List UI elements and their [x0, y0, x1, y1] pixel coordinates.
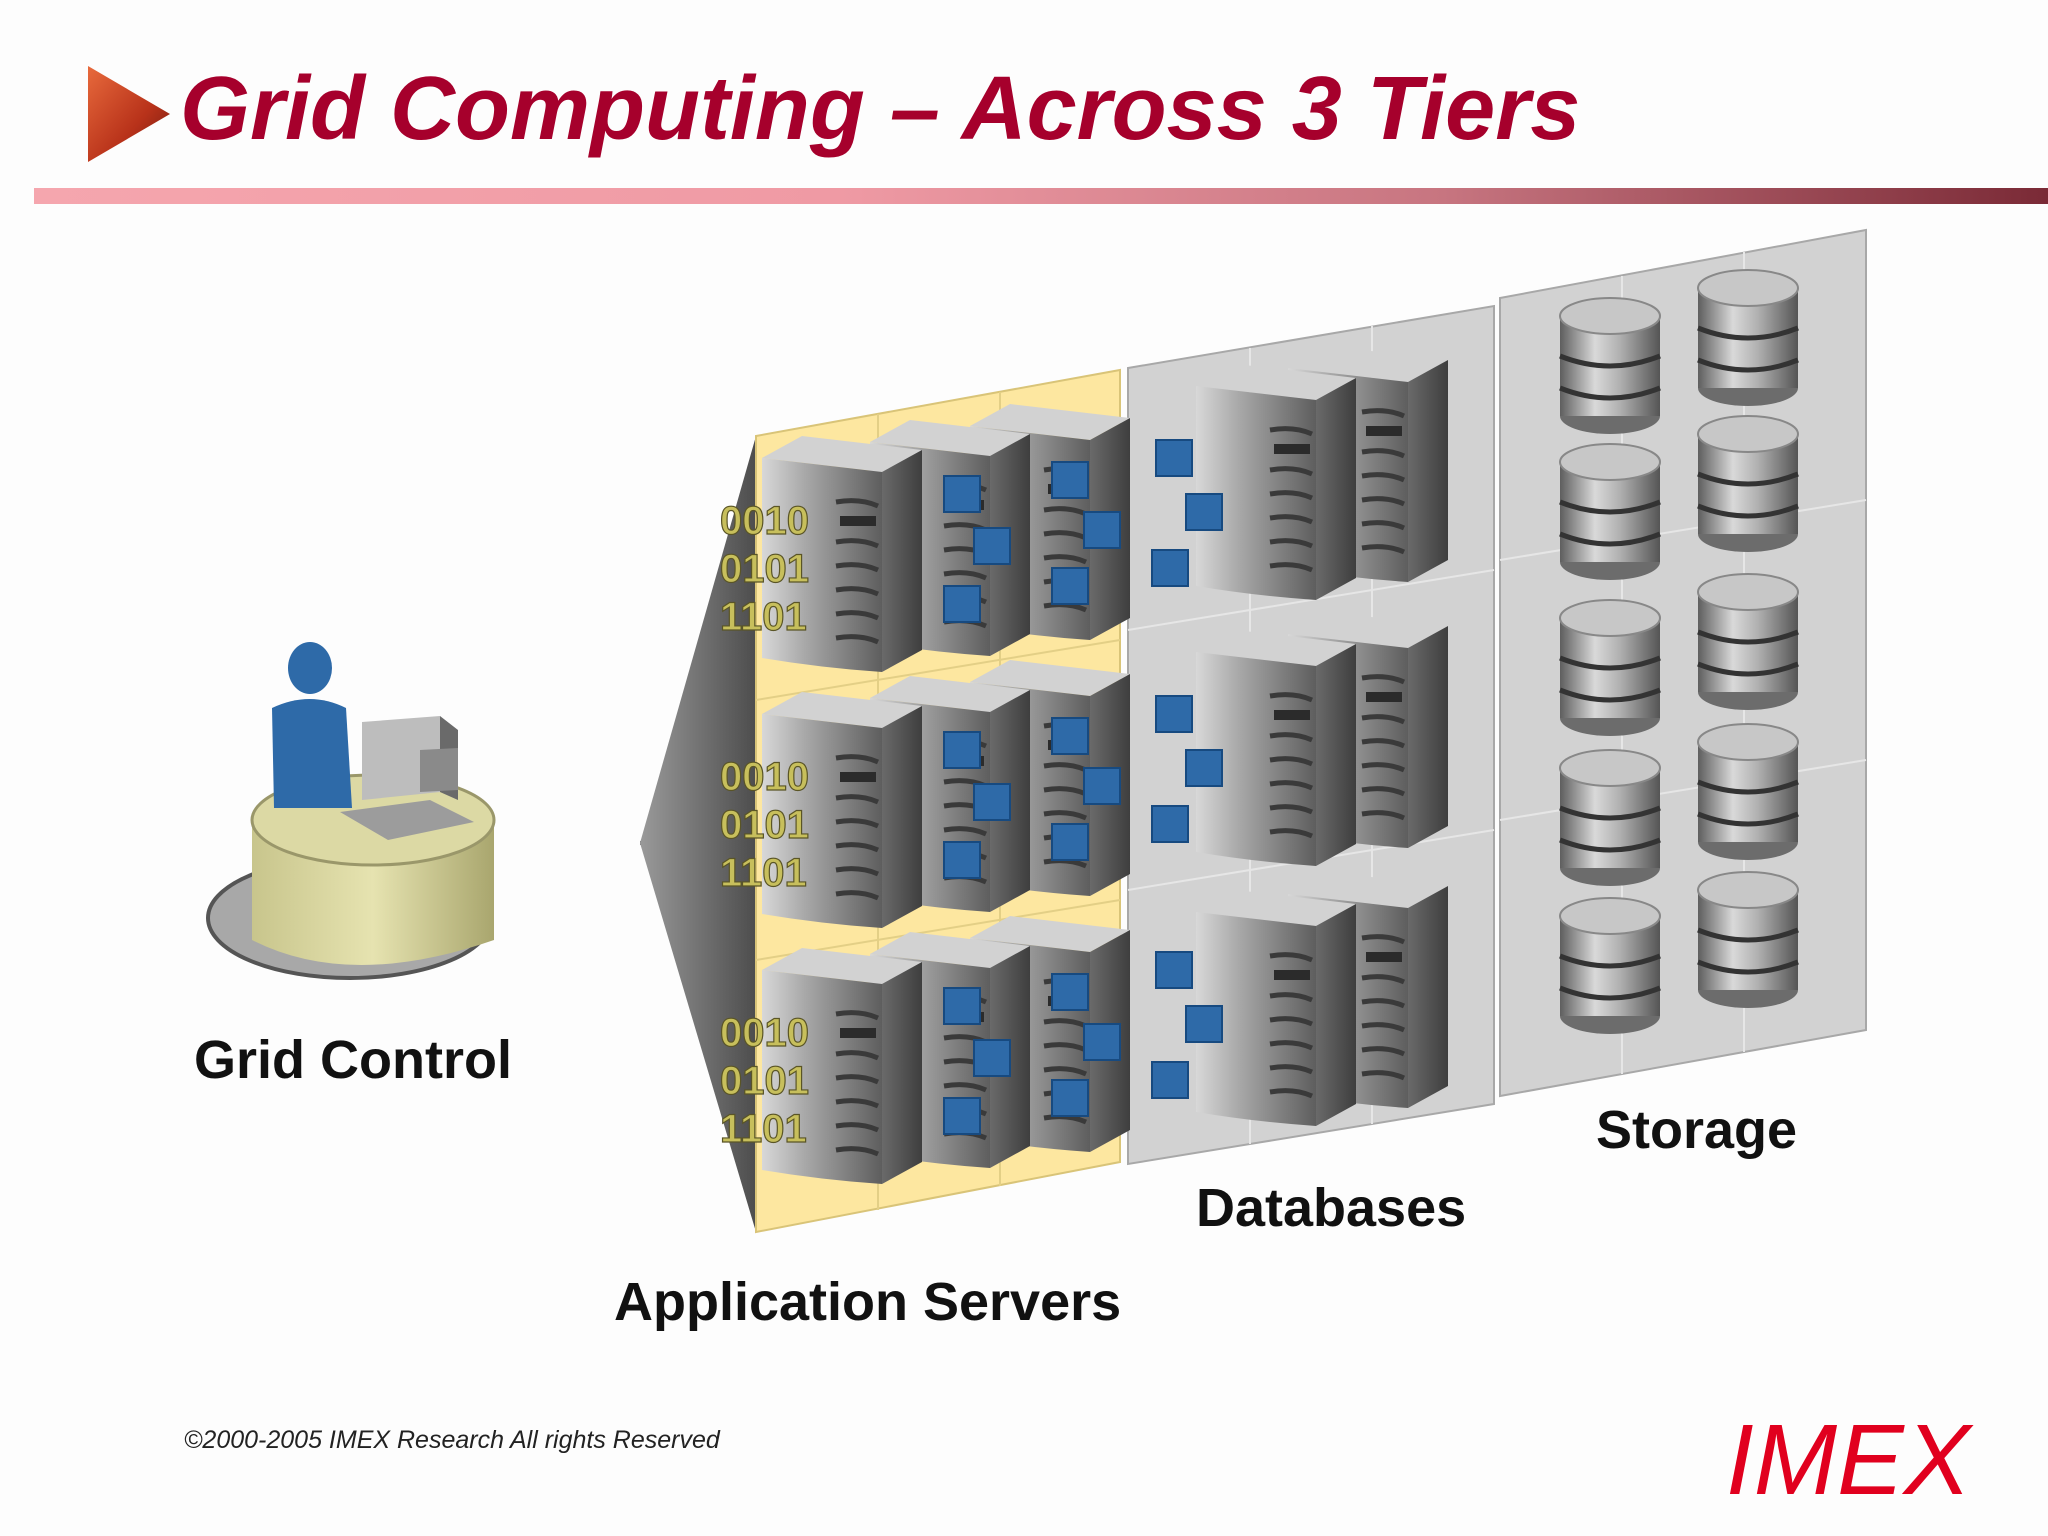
binary-row: 0101	[720, 803, 809, 847]
database-cylinder-icon	[1560, 600, 1660, 736]
brand-logo: IMEX	[1726, 1404, 1971, 1516]
database-cylinder-icon	[1560, 750, 1660, 886]
administrator-desk-icon	[206, 642, 496, 980]
app-server-row-1	[762, 404, 1130, 672]
app-server-row-2	[762, 660, 1130, 928]
database-cylinder-icon	[1560, 898, 1660, 1034]
grid-control-label: Grid Control	[194, 1030, 512, 1090]
database-cylinder-icon	[1698, 574, 1798, 710]
database-cylinder-icon	[1560, 298, 1660, 434]
copyright-notice: ©2000-2005 IMEX Research All rights Rese…	[184, 1426, 720, 1454]
storage-label: Storage	[1596, 1100, 1798, 1160]
binary-row: 0010	[720, 499, 809, 543]
database-cylinder-icon	[1698, 872, 1798, 1008]
binary-overlays: 0010 0101 1101 0010 0101 1101 0010 0101 …	[719, 498, 809, 1151]
server-icon	[1196, 630, 1356, 866]
server-icon	[1196, 364, 1356, 600]
page-title: Grid Computing – Across 3 Tiers	[180, 59, 1581, 159]
db-server-rows	[1196, 346, 1448, 1126]
play-triangle-icon	[88, 66, 170, 162]
title-divider	[34, 188, 2048, 204]
binary-row: 0010	[720, 755, 809, 799]
binary-row: 0010	[720, 1011, 809, 1055]
database-cylinder-icon	[1560, 444, 1660, 580]
binary-row: 1101	[720, 1107, 807, 1151]
binary-row: 1101	[720, 595, 807, 639]
binary-row: 0101	[720, 1059, 809, 1103]
binary-row: 1101	[720, 851, 807, 895]
application-servers-label: Application Servers	[614, 1272, 1122, 1332]
databases-label: Databases	[1196, 1178, 1467, 1238]
tier-funnel	[640, 436, 756, 1232]
database-cylinder-icon	[1698, 270, 1798, 406]
app-server-row-3	[762, 916, 1130, 1184]
storage-panel	[1499, 228, 1867, 1098]
database-cylinder-icon	[1698, 416, 1798, 552]
database-cylinder-icon	[1698, 724, 1798, 860]
binary-row: 0101	[720, 547, 809, 591]
